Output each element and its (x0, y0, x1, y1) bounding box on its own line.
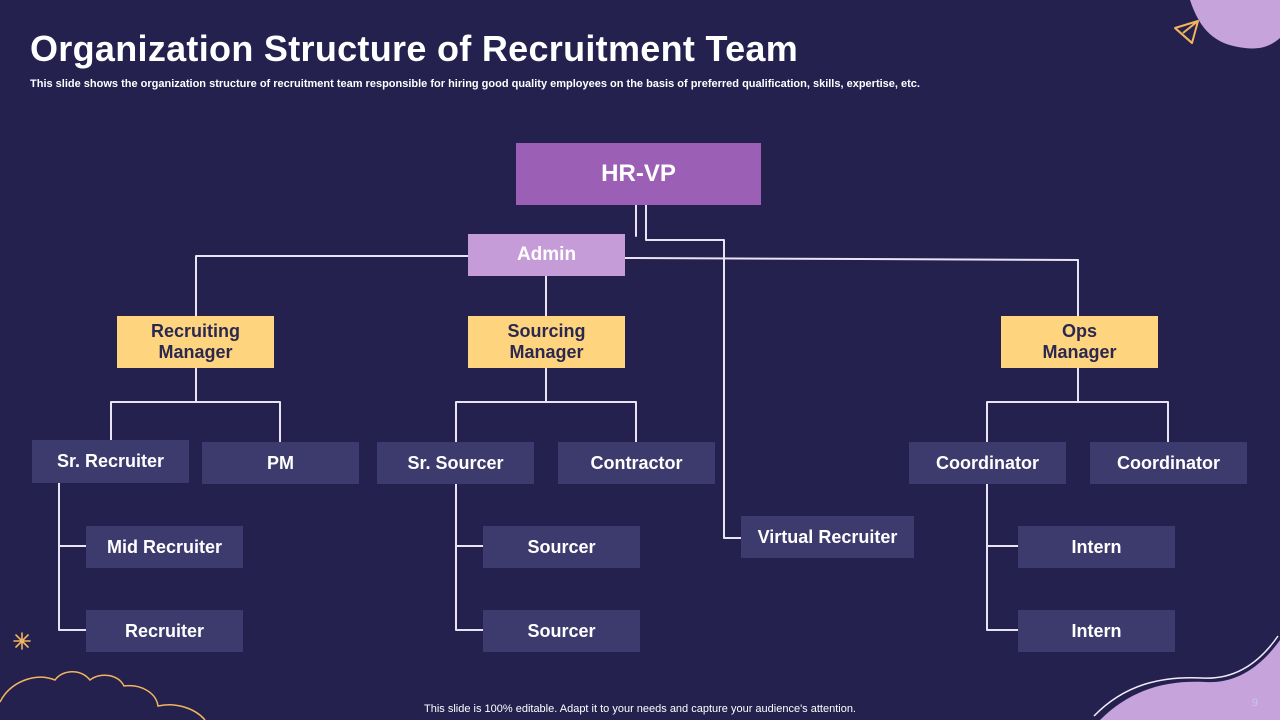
connector-vp-virtual (645, 204, 743, 539)
node-virtual-recruiter: Virtual Recruiter (741, 516, 914, 558)
slide-subtitle: This slide shows the organization struct… (30, 78, 920, 90)
node-intern-2: Intern (1018, 610, 1175, 652)
slide-title: Organization Structure of Recruitment Te… (30, 28, 799, 69)
sparkle-icon (13, 632, 31, 650)
node-recruiting-manager: Recruiting Manager (117, 316, 274, 368)
connector-sr-recruiter-chain (58, 482, 88, 631)
node-hr-vp: HR-VP (516, 143, 761, 205)
connector-ops-children (986, 367, 1169, 443)
connector-sourcing-children (455, 367, 637, 443)
node-coordinator-2: Coordinator (1090, 442, 1247, 484)
connector-recruiting-children (110, 367, 281, 443)
connector-main-bus (195, 255, 469, 318)
slide-footer: This slide is 100% editable. Adapt it to… (424, 703, 856, 715)
node-sr-recruiter: Sr. Recruiter (32, 440, 189, 483)
cloud-outline-decoration (0, 671, 206, 720)
node-admin: Admin (468, 234, 625, 276)
node-sourcing-manager: Sourcing Manager (468, 316, 625, 368)
connector-sr-sourcer-chain (455, 483, 485, 631)
node-contractor: Contractor (558, 442, 715, 484)
node-mid-recruiter: Mid Recruiter (86, 526, 243, 568)
node-sourcer-1: Sourcer (483, 526, 640, 568)
node-ops-manager: Ops Manager (1001, 316, 1158, 368)
node-recruiter: Recruiter (86, 610, 243, 652)
node-sourcer-2: Sourcer (483, 610, 640, 652)
node-sr-sourcer: Sr. Sourcer (377, 442, 534, 484)
page-number: 9 (1251, 697, 1258, 709)
node-intern-1: Intern (1018, 526, 1175, 568)
node-coordinator-1: Coordinator (909, 442, 1066, 484)
logo-icon (1174, 20, 1199, 44)
connector-bus-right (624, 257, 1079, 319)
node-pm: PM (202, 442, 359, 484)
connector-coordinator-chain (986, 483, 1019, 631)
